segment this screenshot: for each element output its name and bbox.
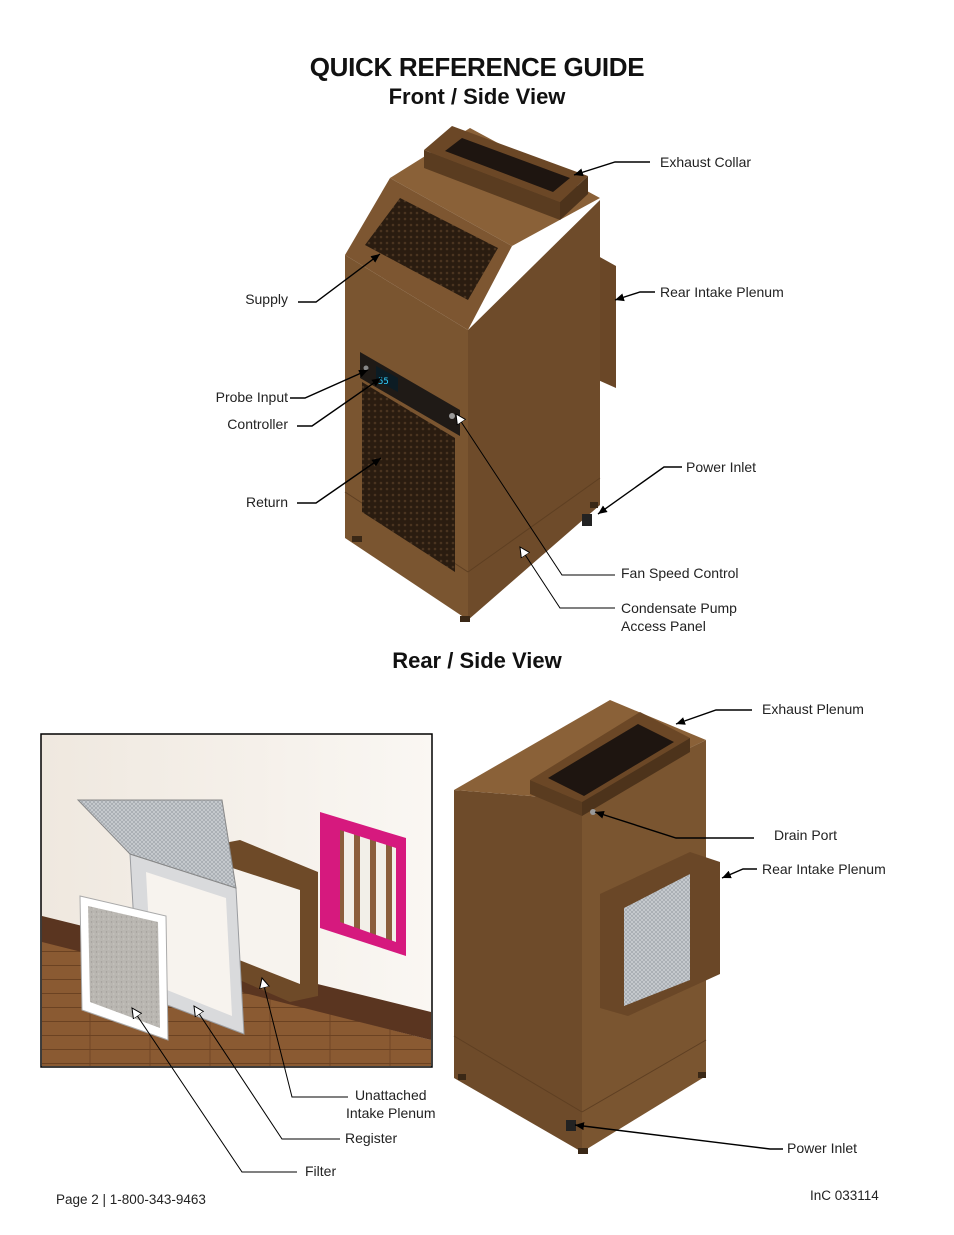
label-condensate-pump-line2: Access Panel [621,618,706,634]
controller-readout: 55 [378,377,389,387]
rear-leader-lines [574,709,783,1150]
rear-view-heading: Rear / Side View [392,648,562,673]
label-register: Register [345,1130,398,1146]
label-rear-intake-plenum-front: Rear Intake Plenum [660,284,784,300]
label-condensate-pump: Condensate Pump Access Panel [621,599,737,635]
label-unattached-line1: Unattached [354,1087,427,1103]
footer-page-phone: Page 2 | 1-800-343-9463 [56,1192,206,1207]
label-controller: Controller [227,416,288,432]
page-title: QUICK REFERENCE GUIDE [309,52,645,82]
label-drain-port: Drain Port [774,827,838,843]
front-leader-lines [290,161,682,515]
label-power-inlet-rear: Power Inlet [787,1140,858,1156]
label-unattached-line2: Intake Plenum [346,1105,436,1121]
front-leader-lines-white [456,414,615,609]
label-rear-intake-plenum-rear: Rear Intake Plenum [762,861,886,877]
label-probe-input: Probe Input [215,389,288,405]
label-power-inlet-front: Power Inlet [686,459,757,475]
front-view-heading: Front / Side View [388,84,566,109]
label-supply: Supply [245,291,288,307]
label-exhaust-collar: Exhaust Collar [660,154,752,170]
front-view-unit: 55 [344,126,616,622]
label-return: Return [245,494,288,510]
footer-doc-code: InC 033114 [810,1188,879,1203]
inset-leader-lines [132,978,348,1173]
label-exhaust-plenum: Exhaust Plenum [762,701,864,717]
label-filter: Filter [305,1163,337,1179]
intake-plenum-inset [40,733,433,1068]
label-fan-speed-control: Fan Speed Control [621,565,739,581]
rear-view-unit [453,700,720,1154]
label-unattached-intake-plenum: Unattached Intake Plenum [346,1086,436,1122]
label-condensate-pump-line1: Condensate Pump [621,600,737,616]
